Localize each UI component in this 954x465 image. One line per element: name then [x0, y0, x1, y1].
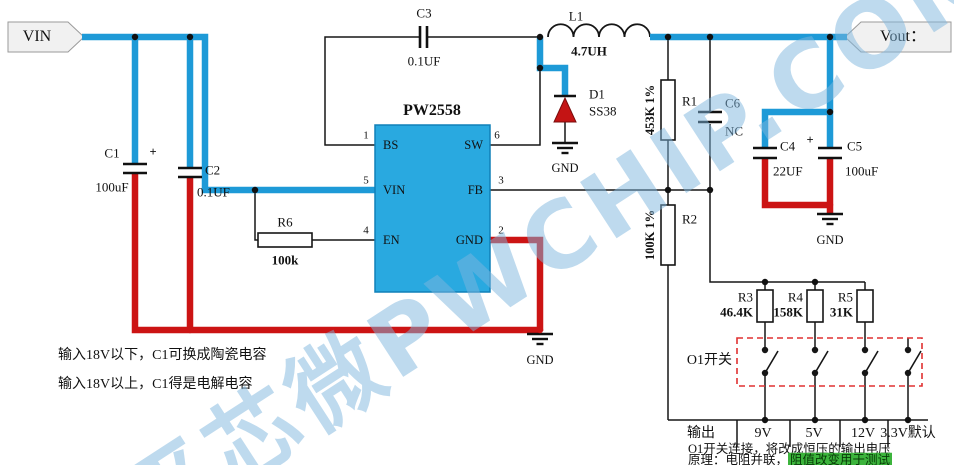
capacitor-symbols	[123, 26, 842, 179]
junction-dots	[131, 33, 912, 424]
note-input-line1: 输入18V以下，C1可换成陶瓷电容	[58, 348, 267, 363]
note-output-line1: O1开关连接，将改成恒压的输出电压	[688, 441, 891, 456]
r3-ref: R3	[737, 289, 753, 305]
ic-pin-gnd: GND	[455, 232, 483, 247]
ground-symbols	[527, 141, 843, 346]
ic-pin-vin: VIN	[383, 182, 406, 197]
pin-number-1: 1	[363, 129, 369, 142]
note-output-line2-prefix: 原理：电阻并联，	[688, 452, 789, 465]
r1-ref: R1	[682, 93, 698, 109]
output-option-33v: 3.3V默认	[880, 426, 936, 441]
l1-ref: L1	[568, 8, 584, 24]
c5-value: 100uF	[845, 163, 879, 179]
switch-symbols	[761, 346, 922, 377]
ic-pin-sw: SW	[464, 137, 483, 152]
vin-banner-shape	[7, 21, 85, 53]
c3-value: 0.1UF	[407, 53, 441, 69]
pin-number-5: 5	[363, 174, 369, 187]
c5-polarity: +	[806, 132, 814, 147]
r5-ref: R5	[837, 289, 853, 305]
vin-banner-label: VIN	[22, 28, 52, 45]
r1-value: 453K 1%	[642, 84, 657, 136]
ic-title: PW2558	[403, 102, 461, 119]
ic-body	[374, 124, 491, 293]
ic-pin-en: EN	[383, 232, 400, 247]
power-wires-blue	[82, 33, 847, 194]
output-table-header: 输出	[687, 426, 715, 441]
signal-wires	[254, 36, 928, 447]
gnd-label-main: GND	[526, 352, 554, 367]
r4-ref: R4	[787, 289, 803, 305]
d1-ref: D1	[589, 86, 605, 102]
r3-value: 46.4K	[720, 304, 753, 320]
r2-value: 100K 1%	[642, 209, 657, 261]
c1-value: 100uF	[95, 179, 129, 195]
ground-wires-red	[131, 158, 834, 334]
c4-value: 22UF	[773, 163, 803, 179]
pin-number-3: 3	[498, 174, 504, 187]
output-option-5v: 5V	[805, 426, 823, 441]
vout-banner-label: Vout：	[880, 28, 926, 45]
c6-value: NC	[725, 123, 744, 139]
junction-dots-ground	[186, 201, 834, 334]
r2-ref: R2	[682, 211, 698, 227]
c4-ref: C4	[780, 138, 796, 154]
l1-value: 4.7UH	[571, 43, 607, 59]
o1-switch-box	[736, 337, 923, 387]
pin-number-2: 2	[498, 224, 504, 237]
resistor-symbols	[257, 79, 874, 323]
c1-polarity: +	[149, 144, 157, 159]
c2-value: 0.1UF	[197, 184, 230, 200]
pin-number-6: 6	[494, 129, 500, 142]
c6-ref: C6	[725, 95, 741, 111]
note-input-line2: 输入18V以上，C1得是电解电容	[58, 377, 253, 392]
output-option-9v: 9V	[754, 426, 772, 441]
o1-switch-label: O1开关	[686, 353, 732, 368]
c1-ref: C1	[104, 145, 120, 161]
vout-banner-shape	[844, 21, 952, 53]
ic-pin-bs: BS	[383, 137, 399, 152]
output-option-12v: 12V	[850, 426, 876, 441]
diode-d1-symbol	[553, 94, 577, 123]
r6-value: 100k	[271, 252, 299, 268]
c2-ref: C2	[205, 162, 221, 178]
pin-number-4: 4	[363, 224, 369, 237]
ic-pin-fb: FB	[467, 182, 483, 197]
r5-value: 31K	[829, 304, 853, 320]
gnd-label-d1: GND	[551, 160, 579, 175]
note-output-line2: 原理：电阻并联，阻值改变用于测试	[688, 452, 893, 465]
d1-value: SS38	[589, 103, 617, 119]
note-output-line2-highlight: 阻值改变用于测试	[788, 452, 893, 465]
gnd-label-output: GND	[816, 232, 844, 247]
inductor-l1-symbol	[547, 23, 651, 38]
c3-ref: C3	[416, 5, 432, 21]
r6-ref: R6	[277, 214, 293, 230]
r4-value: 158K	[773, 304, 803, 320]
c5-ref: C5	[847, 138, 863, 154]
